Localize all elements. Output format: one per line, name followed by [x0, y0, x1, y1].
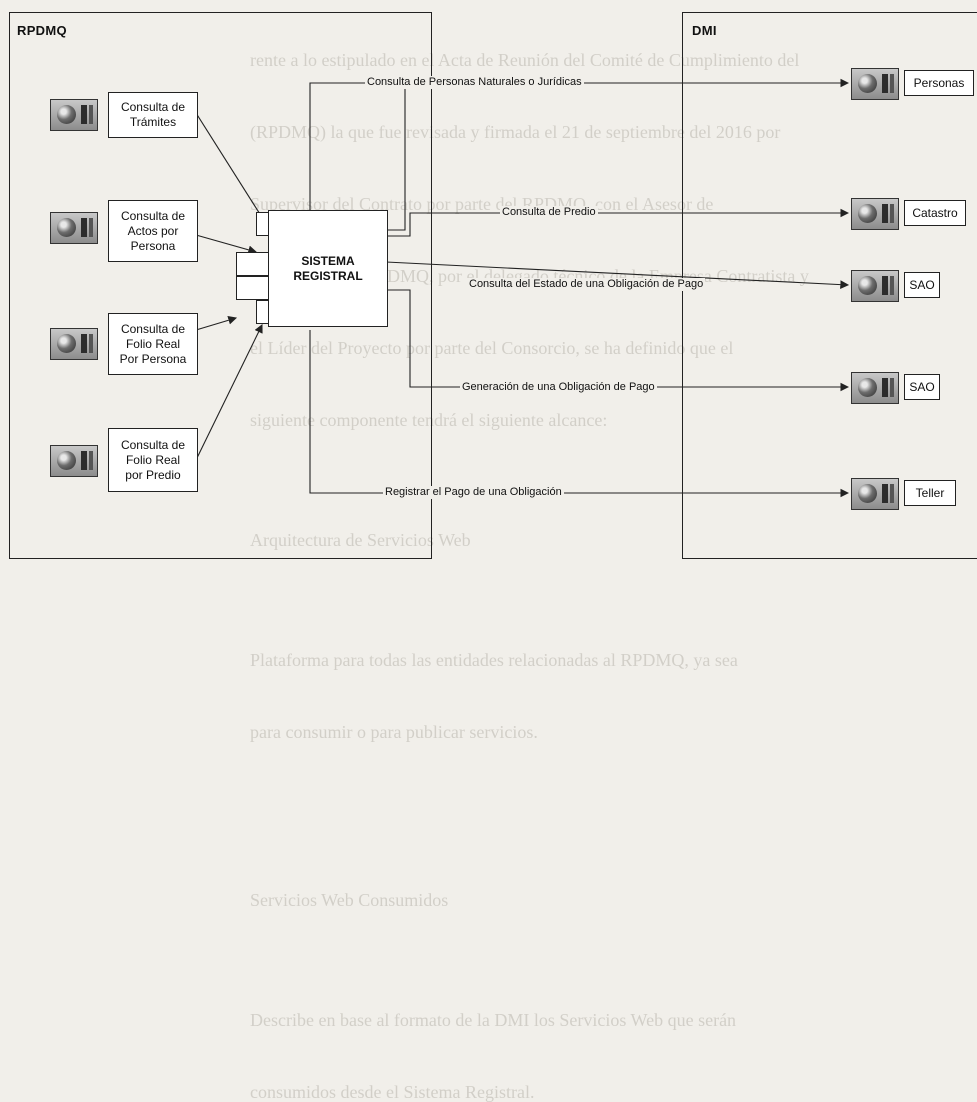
connector-line — [309, 330, 850, 498]
connector-line — [386, 208, 850, 237]
rpdmq-title: RPDMQ — [17, 23, 67, 38]
web-service-icon — [851, 198, 899, 230]
connector-line — [195, 324, 263, 461]
dmi-service-sao: SAO — [904, 272, 940, 298]
background-text-line: para consumir o para publicar servicios. — [250, 722, 538, 742]
web-service-icon — [50, 99, 98, 131]
web-service-icon — [50, 212, 98, 244]
web-service-icon — [851, 478, 899, 510]
dmi-service-teller: Teller — [904, 480, 956, 506]
background-text-line: consumidos desde el Sistema Registral. — [250, 1082, 535, 1102]
background-text-line: Describe en base al formato de la DMI lo… — [250, 1010, 737, 1030]
service-consulta-tramites: Consulta de Trámites — [108, 92, 198, 138]
system-port — [236, 276, 272, 300]
web-service-icon — [50, 445, 98, 477]
service-consulta-folio-persona: Consulta de Folio Real Por Persona — [108, 313, 198, 375]
connector-line — [195, 234, 258, 255]
connector-line — [385, 261, 850, 290]
service-consulta-folio-predio: Consulta de Folio Real por Predio — [108, 428, 198, 492]
service-consulta-actos-persona: Consulta de Actos por Persona — [108, 200, 198, 262]
dmi-title: DMI — [692, 23, 717, 38]
web-service-icon — [851, 372, 899, 404]
connector-line — [195, 112, 271, 231]
connection-label: Consulta de Personas Naturales o Jurídic… — [365, 76, 584, 89]
connector-line — [195, 315, 238, 331]
dmi-service-personas: Personas — [904, 70, 974, 96]
connection-label: Generación de una Obligación de Pago — [460, 381, 657, 394]
system-port — [236, 252, 272, 276]
web-service-icon — [851, 68, 899, 100]
web-service-icon — [851, 270, 899, 302]
connection-label: Consulta del Estado de una Obligación de… — [467, 278, 706, 291]
connection-label: Consulta de Predio — [500, 206, 598, 219]
dmi-service-catastro: Catastro — [904, 200, 966, 226]
connection-label: Registrar el Pago de una Obligación — [383, 486, 564, 499]
background-text-line: Servicios Web Consumidos — [250, 890, 449, 910]
web-service-icon — [50, 328, 98, 360]
dmi-service-sao-2: SAO — [904, 374, 940, 400]
sistema-registral-box: SISTEMA REGISTRAL — [268, 210, 388, 327]
background-text-line: Plataforma para todas las entidades rela… — [250, 650, 738, 670]
